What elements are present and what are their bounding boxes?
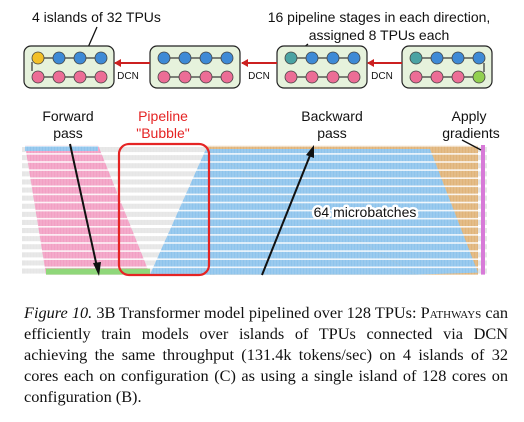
tpu-node	[472, 51, 486, 65]
dcn-arrows: DCN DCN DCN	[114, 59, 402, 82]
caption-pathways: Pathways	[420, 303, 482, 322]
bubble-label-line1: Pipeline	[138, 108, 188, 124]
row-gap	[22, 209, 487, 212]
tpu-node	[451, 70, 465, 84]
backward-label-line1: Backward	[301, 108, 362, 124]
dcn-label-1: DCN	[117, 71, 139, 82]
tpu-node	[430, 70, 444, 84]
caption-figure-label: Figure 10.	[24, 303, 93, 322]
microbatches-label-halo: 64 microbatches	[314, 204, 417, 220]
tpu-island-1	[23, 45, 115, 89]
tpu-node	[157, 70, 171, 84]
apply-label-line2: gradients	[442, 125, 500, 141]
row-gap	[22, 234, 487, 236]
tpu-node	[94, 70, 108, 84]
row-gap	[22, 153, 487, 155]
tpu-node	[52, 70, 66, 84]
dcn-arrowhead-2	[241, 59, 248, 67]
row-gap	[22, 193, 487, 196]
backward-pointer-arrow	[261, 152, 312, 276]
forward-start-strip	[25, 146, 98, 151]
row-gap	[22, 185, 487, 188]
tpu-node	[31, 70, 45, 84]
tpu-island-3	[276, 45, 368, 89]
tpu-node	[284, 51, 298, 65]
tpu-node	[326, 51, 340, 65]
forward-pointer-arrow	[69, 143, 98, 268]
backward-label-line2: pass	[317, 125, 347, 141]
caption-text-b: can efficiently train models over island…	[24, 303, 508, 406]
tpu-island-2	[149, 45, 241, 89]
dcn-label-2: DCN	[248, 71, 270, 82]
island-group	[23, 45, 493, 89]
tpu-node	[305, 51, 319, 65]
tpu-node	[326, 70, 340, 84]
tpu-node	[409, 51, 423, 65]
row-gap	[22, 226, 487, 228]
tpu-node	[284, 70, 298, 84]
backward-pointer-head	[306, 145, 314, 158]
dcn-arrowhead-1	[114, 59, 121, 67]
bubble-label-line2: "Bubble"	[136, 125, 190, 141]
tpu-node	[409, 70, 423, 84]
tpu-node	[73, 70, 87, 84]
forward-label-line2: pass	[53, 125, 83, 141]
bubble-box	[117, 142, 211, 277]
pipeline-diagram: 4 islands of 32 TPUs 16 pipeline stages …	[22, 9, 500, 277]
tpu-node	[31, 51, 45, 65]
tpu-node	[178, 51, 192, 65]
tpu-node	[451, 51, 465, 65]
forward-pointer-head	[93, 262, 101, 276]
row-gap	[22, 258, 487, 260]
tpu-node	[430, 51, 444, 65]
row-gap	[22, 266, 487, 269]
row-gap	[22, 217, 487, 220]
tpu-node	[52, 51, 66, 65]
row-gap	[22, 201, 487, 204]
row-gap	[22, 145, 487, 147]
islands-label: 4 islands of 32 TPUs	[32, 9, 161, 25]
row-gap	[22, 242, 487, 244]
figure-caption: Figure 10. 3B Transformer model pipeline…	[24, 302, 508, 407]
tpu-node	[94, 51, 108, 65]
tpu-island-4	[401, 45, 493, 89]
tpu-node	[73, 51, 87, 65]
dcn-arrowhead-3	[367, 59, 374, 67]
tpu-node	[199, 51, 213, 65]
tpu-node	[199, 70, 213, 84]
tpu-node	[472, 70, 486, 84]
tpu-node	[157, 51, 171, 65]
apply-gradients-column	[481, 145, 485, 275]
pipeline-schedule	[22, 145, 487, 275]
tpu-node	[178, 70, 192, 84]
apply-label-line1: Apply	[451, 108, 486, 124]
tpu-node	[347, 51, 361, 65]
dcn-label-3: DCN	[371, 71, 393, 82]
row-gap	[22, 177, 487, 179]
row-gap	[22, 169, 487, 171]
microbatches-label: 64 microbatches	[314, 204, 417, 220]
row-gap	[22, 250, 487, 252]
stages-label-line2: assigned 8 TPUs each	[309, 27, 450, 43]
apply-pointer-line	[461, 139, 482, 151]
tpu-node	[347, 70, 361, 84]
stages-label-line1: 16 pipeline stages in each direction,	[268, 9, 491, 25]
tpu-node	[220, 51, 234, 65]
tpu-node	[305, 70, 319, 84]
row-gap	[22, 161, 487, 163]
tpu-node	[220, 70, 234, 84]
caption-text-a: 3B Transformer model pipelined over 128 …	[92, 303, 421, 322]
forward-label-line1: Forward	[42, 108, 93, 124]
